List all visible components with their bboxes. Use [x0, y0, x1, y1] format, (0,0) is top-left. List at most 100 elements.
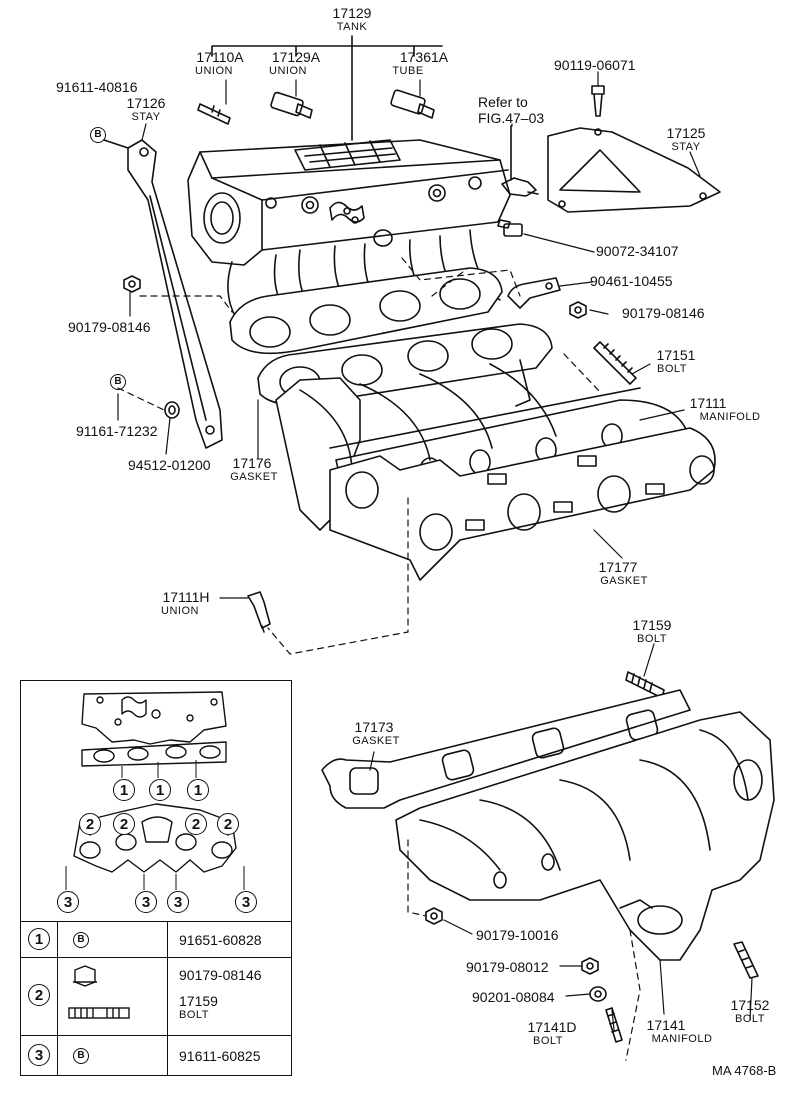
legend-row2-parts-icon: [68, 965, 130, 1019]
sketch-marker-1b: 1: [149, 779, 171, 801]
gasket-17173-number: 17173: [354, 719, 394, 735]
nut-90179-08012-number: 90179-08012: [466, 959, 549, 975]
dashed-assembly-lines: [117, 257, 641, 1061]
intake-tank-drawing: [187, 139, 511, 319]
nut-90179-10016-drawing: [425, 907, 443, 925]
bracket-90461-number: 90461-10455: [590, 273, 673, 289]
tube-17361a-number: 17361A: [399, 49, 449, 65]
legend-part-2b: 17159: [179, 993, 218, 1009]
bolt-91161-badge: B: [110, 374, 126, 390]
union-17129a-name: UNION: [269, 65, 307, 77]
stud-bolt-icon: [68, 1007, 130, 1019]
manifold-17111-number: 17111: [689, 395, 727, 411]
sketch-marker-3a: 3: [57, 891, 79, 913]
legend-part-1: 91651-60828: [179, 932, 262, 948]
tank-part-number: 17129: [332, 5, 372, 21]
fastener-legend: 1 1 1 2 2 2 2 3 3 3 3 1 B 91651-60828 2 …: [20, 680, 292, 1076]
bolt-17152-drawing: [733, 941, 759, 979]
manifold-17141-name: MANIFOLD: [651, 1033, 713, 1045]
plug-90072-number: 90072-34107: [596, 243, 679, 259]
union-17110a-name: UNION: [195, 65, 233, 77]
union-17111h-name: UNION: [161, 605, 199, 617]
nut-90179-08146-left-number: 90179-08146: [68, 319, 151, 335]
legend-sketch-gasket: [81, 741, 227, 767]
tube-17361a-name: TUBE: [392, 65, 424, 77]
legend-sketch-tank: [81, 691, 227, 745]
stay-17125-name: STAY: [671, 141, 701, 153]
plug-90072-drawing: [497, 219, 523, 237]
union-17110a-number: 17110A: [196, 49, 244, 65]
tank-callout-bracket: [211, 35, 443, 141]
bolt-17151-name: BOLT: [657, 363, 687, 375]
legend-key-3: 3: [28, 1044, 50, 1066]
sketch-marker-1c: 1: [187, 779, 209, 801]
sketch-marker-3c: 3: [167, 891, 189, 913]
bolt-17141d-number: 17141D: [527, 1019, 577, 1035]
refer-text-line2: FIG.47–03: [478, 110, 545, 126]
manifold-17141-number: 17141: [646, 1017, 686, 1033]
stay-17126-number: 17126: [126, 95, 166, 111]
sketch-marker-2d: 2: [217, 813, 239, 835]
bolt-17152-name: BOLT: [735, 1013, 765, 1025]
sketch-marker-2c: 2: [185, 813, 207, 835]
bolt-91611-badge: B: [90, 127, 106, 143]
sketch-marker-2a: 2: [79, 813, 101, 835]
bolt-91161-number: 91161-71232: [76, 423, 158, 439]
legend-row-2: 2 90179-08146 17159 BOLT: [21, 957, 291, 1035]
leader-lines: [117, 71, 753, 1031]
legend-row-1: 1 B 91651-60828: [21, 921, 291, 957]
sketch-marker-1a: 1: [113, 779, 135, 801]
gasket-17177-drawing: [329, 427, 716, 581]
legend-part-2b-name: BOLT: [179, 1009, 209, 1021]
gasket-17177-number: 17177: [598, 559, 638, 575]
stay-17126-drawing: [127, 139, 223, 449]
bolt-91611-leader: [103, 139, 129, 149]
sketch-marker-3d: 3: [235, 891, 257, 913]
gasket-17173-name: GASKET: [352, 735, 400, 747]
bolt-17159-name: BOLT: [637, 633, 667, 645]
nut-90179-08146-right-number: 90179-08146: [622, 305, 705, 321]
union-17110a-drawing: [197, 103, 231, 125]
legend-part-3: 91611-60825: [179, 1048, 261, 1064]
gasket-17176-number: 17176: [232, 455, 272, 471]
washer-90201-number: 90201-08084: [472, 989, 555, 1005]
sketch-marker-3b: 3: [135, 891, 157, 913]
union-17111h-drawing: [247, 591, 271, 633]
gasket-17176-drawing: [229, 267, 503, 355]
union-17129a-number: 17129A: [271, 49, 321, 65]
legend-key-2: 2: [28, 984, 50, 1006]
bolt-17151-number: 17151: [656, 347, 696, 363]
manifold-17141-drawing: [395, 711, 775, 961]
legend-key-1: 1: [28, 928, 50, 950]
bolt-17151-drawing: [593, 341, 637, 385]
legend-badge-1: B: [73, 932, 89, 948]
figure-code: MA 4768-B: [712, 1063, 777, 1078]
tank-part-name: TANK: [336, 21, 368, 33]
bolt-17152-number: 17152: [730, 997, 770, 1013]
legend-row-3: 3 B 91611-60825: [21, 1035, 291, 1075]
nut-icon: [74, 965, 96, 987]
bolt-17141d-name: BOLT: [533, 1035, 563, 1047]
nut-90179-10016-number: 90179-10016: [476, 927, 559, 943]
legend-part-2a: 90179-08146: [179, 967, 262, 983]
manifold-17111-name: MANIFOLD: [699, 411, 761, 423]
bolt-91611-number: 91611-40816: [56, 79, 138, 95]
union-17129a-drawing: [270, 91, 313, 119]
washer-94512-drawing: [164, 401, 180, 419]
washer-90201-drawing: [589, 986, 607, 1002]
refer-fitting-drawing: [501, 125, 539, 197]
nut-90179-08012-drawing: [581, 957, 599, 975]
legend-badge-3: B: [73, 1048, 89, 1064]
bracket-90461-drawing: [507, 277, 561, 309]
bolt-17159-number: 17159: [632, 617, 672, 633]
gasket-17176-name: GASKET: [230, 471, 278, 483]
gasket-17177-name: GASKET: [600, 575, 648, 587]
nut-90179-08146-left-drawing: [123, 275, 141, 293]
washer-94512-number: 94512-01200: [128, 457, 211, 473]
bolt-90119-number: 90119-06071: [554, 57, 636, 73]
bolt-90119-drawing: [591, 85, 605, 117]
tube-17361a-drawing: [390, 89, 435, 119]
bolt-17159-drawing: [625, 671, 665, 699]
nut-90179-08146-right-drawing: [569, 301, 587, 319]
